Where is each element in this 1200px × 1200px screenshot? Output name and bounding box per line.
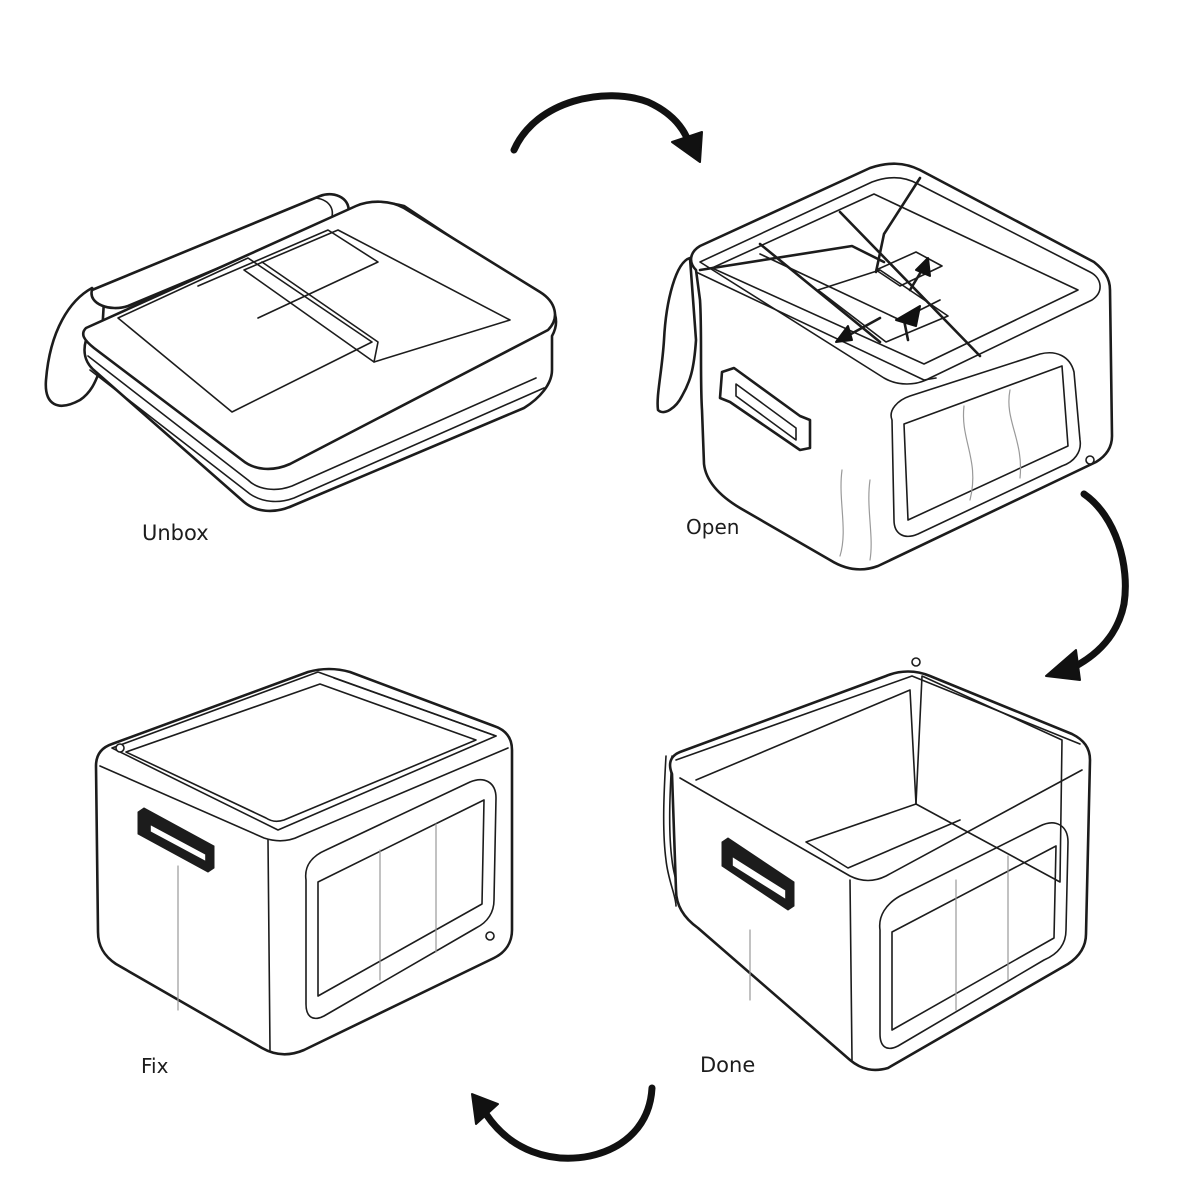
folded-storage-box [44, 193, 558, 513]
open-storage-box [662, 657, 1092, 1072]
step-label-fix: Fix [141, 1054, 169, 1078]
step-label-open: Open [686, 515, 740, 539]
step-label-done: Done [700, 1053, 756, 1077]
arrow-open-to-done [1045, 490, 1129, 681]
arrow-unbox-to-open [510, 92, 703, 163]
closed-storage-box [94, 667, 514, 1056]
arrow-done-to-fix [471, 1084, 656, 1162]
unfolding-storage-box [656, 162, 1114, 571]
step-label-unbox: Unbox [142, 521, 209, 545]
